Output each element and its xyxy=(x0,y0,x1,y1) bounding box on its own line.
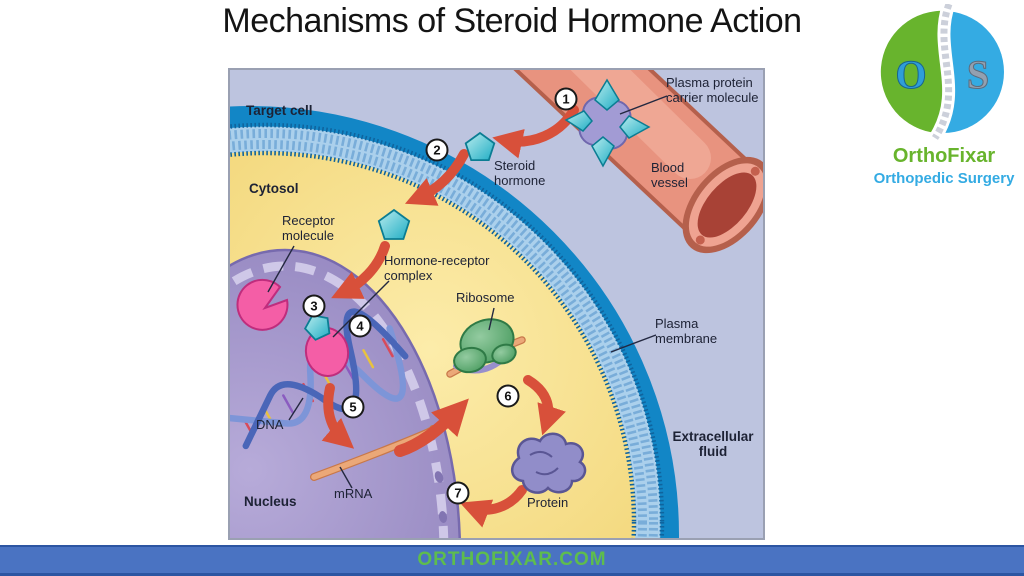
label-extracellular-fluid: Extracellular fluid xyxy=(672,429,754,460)
step-marker-3: 3 xyxy=(302,294,326,318)
orthofixar-logo: O S OrthoFixar Orthopedic Surgery xyxy=(868,0,1020,187)
svg-text:3: 3 xyxy=(310,299,317,314)
label-blood-vessel: Blood vessel xyxy=(651,160,688,190)
flow-arrow-3 xyxy=(331,241,390,299)
flow-arrows xyxy=(321,105,579,528)
label-plasma-membrane: Plasma membrane xyxy=(655,316,718,346)
label-hormone-receptor-complex: Hormone-receptor complex xyxy=(384,253,490,283)
step-marker-6: 6 xyxy=(496,384,520,408)
step-marker-5: 5 xyxy=(341,395,365,419)
logo-letter-s: S xyxy=(967,52,989,97)
svg-text:7: 7 xyxy=(454,486,461,501)
diagram-illustration: 1 2 3 4 5 xyxy=(230,70,763,538)
svg-text:4: 4 xyxy=(356,319,364,334)
nuclear-pore-icon xyxy=(434,471,444,483)
flow-arrow-2 xyxy=(404,149,469,206)
carrier-arrow-icon xyxy=(591,136,615,168)
label-protein: Protein xyxy=(527,495,569,510)
nuclear-pore-icon xyxy=(438,511,448,523)
label-mrna: mRNA xyxy=(334,486,373,501)
step-marker-7: 7 xyxy=(446,481,470,505)
steroid-hormone-diagram: 1 2 3 4 5 xyxy=(228,68,765,540)
label-receptor-molecule: Receptor molecule xyxy=(282,213,335,243)
svg-text:2: 2 xyxy=(433,143,440,158)
carrier-arrow-icon xyxy=(619,115,651,139)
svg-text:1: 1 xyxy=(562,92,569,107)
carrier-arrow-icon xyxy=(594,78,620,111)
logo-mark-icon: O S xyxy=(880,0,1004,145)
label-ribosome: Ribosome xyxy=(456,290,515,305)
logo-letter-o: O xyxy=(895,52,926,97)
blood-vessel-opening xyxy=(682,156,763,254)
page-title: Mechanisms of Steroid Hormone Action xyxy=(222,2,802,40)
svg-text:5: 5 xyxy=(349,400,356,415)
logo-name: OrthoFixar xyxy=(892,145,996,167)
ribosome xyxy=(446,318,526,378)
svg-text:6: 6 xyxy=(504,389,511,404)
flow-arrow-7 xyxy=(459,485,527,528)
logo-subtitle: Orthopedic Surgery xyxy=(873,170,1015,187)
flow-arrow-1 xyxy=(492,105,579,159)
label-nucleus: Nucleus xyxy=(244,494,297,509)
carrier-arrow-icon xyxy=(564,110,593,132)
label-cytosol: Cytosol xyxy=(249,181,299,196)
pointer-lines xyxy=(267,95,668,489)
receptor-molecule xyxy=(236,278,289,331)
flow-arrow-5 xyxy=(321,383,355,449)
flow-arrow-6 xyxy=(523,375,566,436)
label-dna: DNA xyxy=(256,417,284,432)
hormone-receptor-complex xyxy=(303,314,350,377)
step-marker-1: 1 xyxy=(554,87,578,111)
step-marker-2: 2 xyxy=(425,138,449,162)
steroid-hormone-molecule xyxy=(377,208,411,240)
flow-arrow-export xyxy=(394,398,469,457)
protein xyxy=(511,432,587,494)
label-plasma-protein-carrier: Plasma protein carrier molecule xyxy=(666,75,759,105)
site-banner-text: ORTHOFIXAR.COM xyxy=(417,549,607,570)
site-banner: ORTHOFIXAR.COM xyxy=(0,545,1024,576)
steroid-hormone-molecule xyxy=(464,131,496,162)
label-steroid-hormone: Steroid hormone xyxy=(494,158,546,188)
label-target-cell: Target cell xyxy=(246,103,313,118)
step-marker-4: 4 xyxy=(348,314,372,338)
plasma-membrane xyxy=(230,106,679,538)
carrier-molecule xyxy=(564,78,651,168)
